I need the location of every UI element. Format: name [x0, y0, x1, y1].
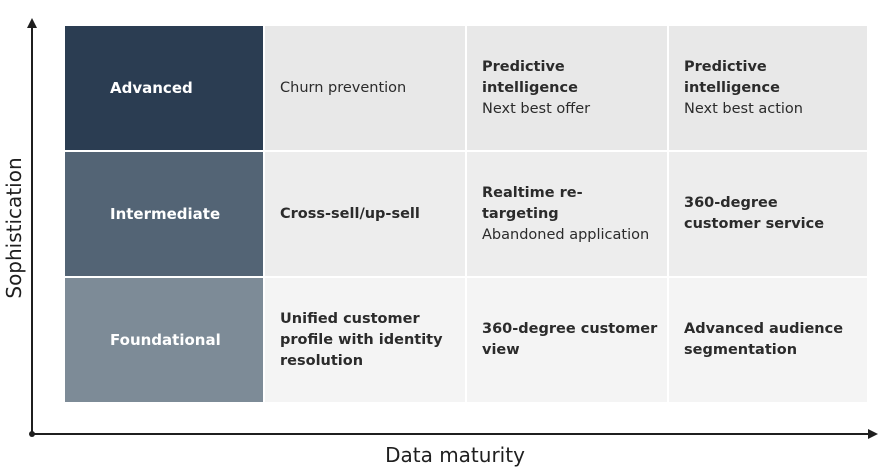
cell-title: Advanced audience segmentation: [684, 321, 844, 358]
cell-title: Predictive intelligence: [482, 58, 578, 96]
grid-cell: Predictive intelligence Next best action: [669, 26, 867, 150]
grid-cell: Churn prevention: [265, 26, 465, 150]
x-axis-arrow: [868, 429, 878, 439]
grid-cell: Advanced audience segmentation: [669, 278, 867, 402]
cell-title: 360-degree customer view: [482, 321, 658, 358]
y-axis-arrow: [27, 18, 37, 28]
cell-title: Churn prevention: [280, 79, 407, 96]
x-axis-label: Data maturity: [385, 443, 525, 467]
axis-origin-dot: [29, 431, 35, 437]
grid-cell: Cross-sell/up-sell: [265, 152, 465, 276]
cell-title: Realtime re-targeting: [482, 184, 583, 222]
y-axis-label: Sophistication: [2, 157, 26, 299]
x-axis-line: [31, 433, 869, 435]
level-foundational: Foundational: [65, 278, 263, 402]
y-axis-line: [31, 26, 33, 435]
cell-title: Unified customer profile with identity r…: [280, 310, 443, 369]
level-advanced: Advanced: [65, 26, 263, 150]
grid-cell: 360-degree customer service: [669, 152, 867, 276]
cell-subtitle: Abandoned application: [482, 226, 650, 243]
grid-cell: 360-degree customer view: [467, 278, 667, 402]
cell-title: Cross-sell/up-sell: [280, 205, 420, 222]
cell-subtitle: Next best offer: [482, 100, 591, 117]
grid-cell: Realtime re-targeting Abandoned applicat…: [467, 152, 667, 276]
grid-cell: Predictive intelligence Next best offer: [467, 26, 667, 150]
grid-cell: Unified customer profile with identity r…: [265, 278, 465, 402]
maturity-grid: Advanced Churn prevention Predictive int…: [65, 26, 867, 402]
cell-title: 360-degree customer service: [684, 195, 825, 232]
level-intermediate: Intermediate: [65, 152, 263, 276]
cell-subtitle: Next best action: [684, 100, 803, 117]
cell-title: Predictive intelligence: [684, 58, 780, 96]
